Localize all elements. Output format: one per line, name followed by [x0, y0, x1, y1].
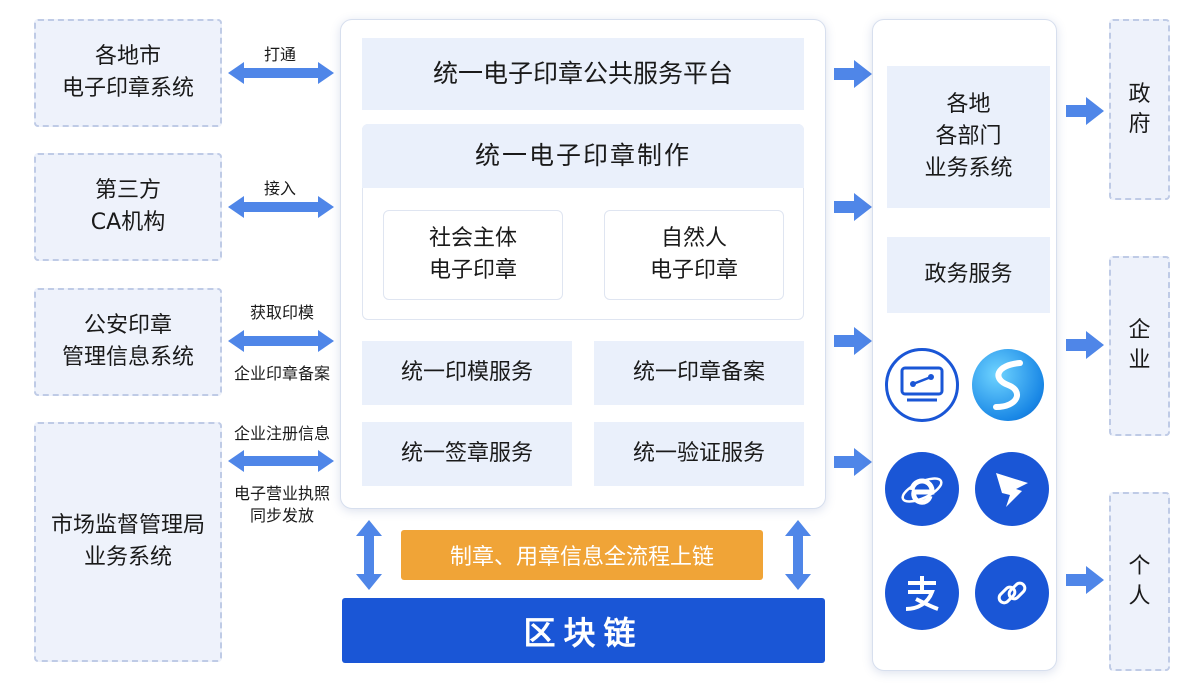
label: 电子印章 [428, 258, 517, 283]
double-arrow-2 [228, 196, 334, 218]
department-systems-box: 各地 各部门 业务系统 [887, 66, 1050, 208]
label: 政 [1128, 81, 1151, 107]
label: 管理信息系统 [61, 345, 194, 370]
label: 自然人 [660, 226, 727, 251]
label: 各部门 [935, 124, 1002, 149]
right-arrow-2 [834, 193, 872, 221]
label: 业务系统 [924, 156, 1013, 181]
ie-browser-icon[interactable] [885, 452, 959, 526]
blockchain-banner: 区块链 [342, 598, 825, 663]
signing-service-box: 统一签章服务 [362, 422, 572, 486]
connector-label-2: 接入 [263, 179, 296, 198]
label: 业务系统 [83, 545, 172, 570]
alipay-icon[interactable] [885, 556, 959, 630]
mold-service-box: 统一印模服务 [362, 341, 572, 405]
connector-label-4-top: 企业注册信息 [233, 424, 330, 443]
left-system-police: 公安印章管理信息系统 [34, 288, 222, 396]
label: 业 [1128, 348, 1151, 373]
dingtalk-icon[interactable] [975, 452, 1049, 526]
target-enterprise: 企业 [1109, 256, 1170, 436]
left-system-market: 市场监督管理局业务系统 [34, 422, 222, 662]
right-arrow-3 [834, 327, 872, 355]
connector-label-3-bottom: 企业印章备案 [233, 364, 330, 383]
label: 企 [1128, 318, 1151, 343]
connector-label-3-top: 获取印模 [249, 303, 314, 322]
label: 同步发放 [249, 506, 314, 525]
left-system-ca: 第三方 CA机构 [34, 153, 222, 261]
label: 电子印章 [649, 258, 738, 283]
vertical-double-arrow-right [785, 520, 811, 590]
label: CA机构 [90, 210, 166, 235]
label: 个 [1128, 553, 1151, 579]
label: 市场监督管理局 [50, 513, 205, 538]
target-arrow-enterprise [1066, 331, 1104, 359]
right-arrow-4 [834, 448, 872, 476]
label: 各地 [946, 92, 991, 117]
platform-title: 统一电子印章公共服务平台 [362, 38, 804, 110]
label: 各地市 [94, 44, 161, 69]
chain-info-banner: 制章、用章信息全流程上链 [401, 530, 763, 580]
target-arrow-individual [1066, 566, 1104, 594]
target-arrow-gov [1066, 97, 1104, 125]
double-arrow-4 [228, 450, 334, 472]
left-system-city-seal: 各地市电子印章系统 [34, 19, 222, 127]
monitor-app-icon[interactable] [885, 348, 959, 422]
target-individual: 个人 [1109, 492, 1170, 671]
double-arrow-1 [228, 62, 334, 84]
natural-person-seal-box: 自然人电子印章 [604, 210, 784, 300]
link-icon[interactable] [975, 556, 1049, 630]
seal-filing-box: 统一印章备案 [594, 341, 804, 405]
connector-label-1: 打通 [263, 45, 296, 64]
right-arrow-1 [834, 60, 872, 88]
label: 电子营业执照 [233, 484, 330, 503]
vertical-double-arrow-left [356, 520, 382, 590]
connector-label-4-bottom: 电子营业执照 同步发放 [222, 483, 342, 527]
label: 社会主体 [428, 226, 517, 251]
social-entity-seal-box: 社会主体电子印章 [383, 210, 563, 300]
swirl-logo-icon[interactable] [972, 349, 1044, 421]
gov-service-box: 政务服务 [887, 237, 1050, 313]
label: 府 [1128, 111, 1151, 137]
verify-service-box: 统一验证服务 [594, 422, 804, 486]
label: 公安印章 [83, 313, 172, 338]
label: 第三方 [94, 178, 161, 203]
double-arrow-3 [228, 330, 334, 352]
target-government: 政府 [1109, 19, 1170, 200]
label: 人 [1128, 583, 1151, 609]
label: 电子印章系统 [61, 76, 194, 101]
seal-making-title: 统一电子印章制作 [362, 124, 804, 188]
